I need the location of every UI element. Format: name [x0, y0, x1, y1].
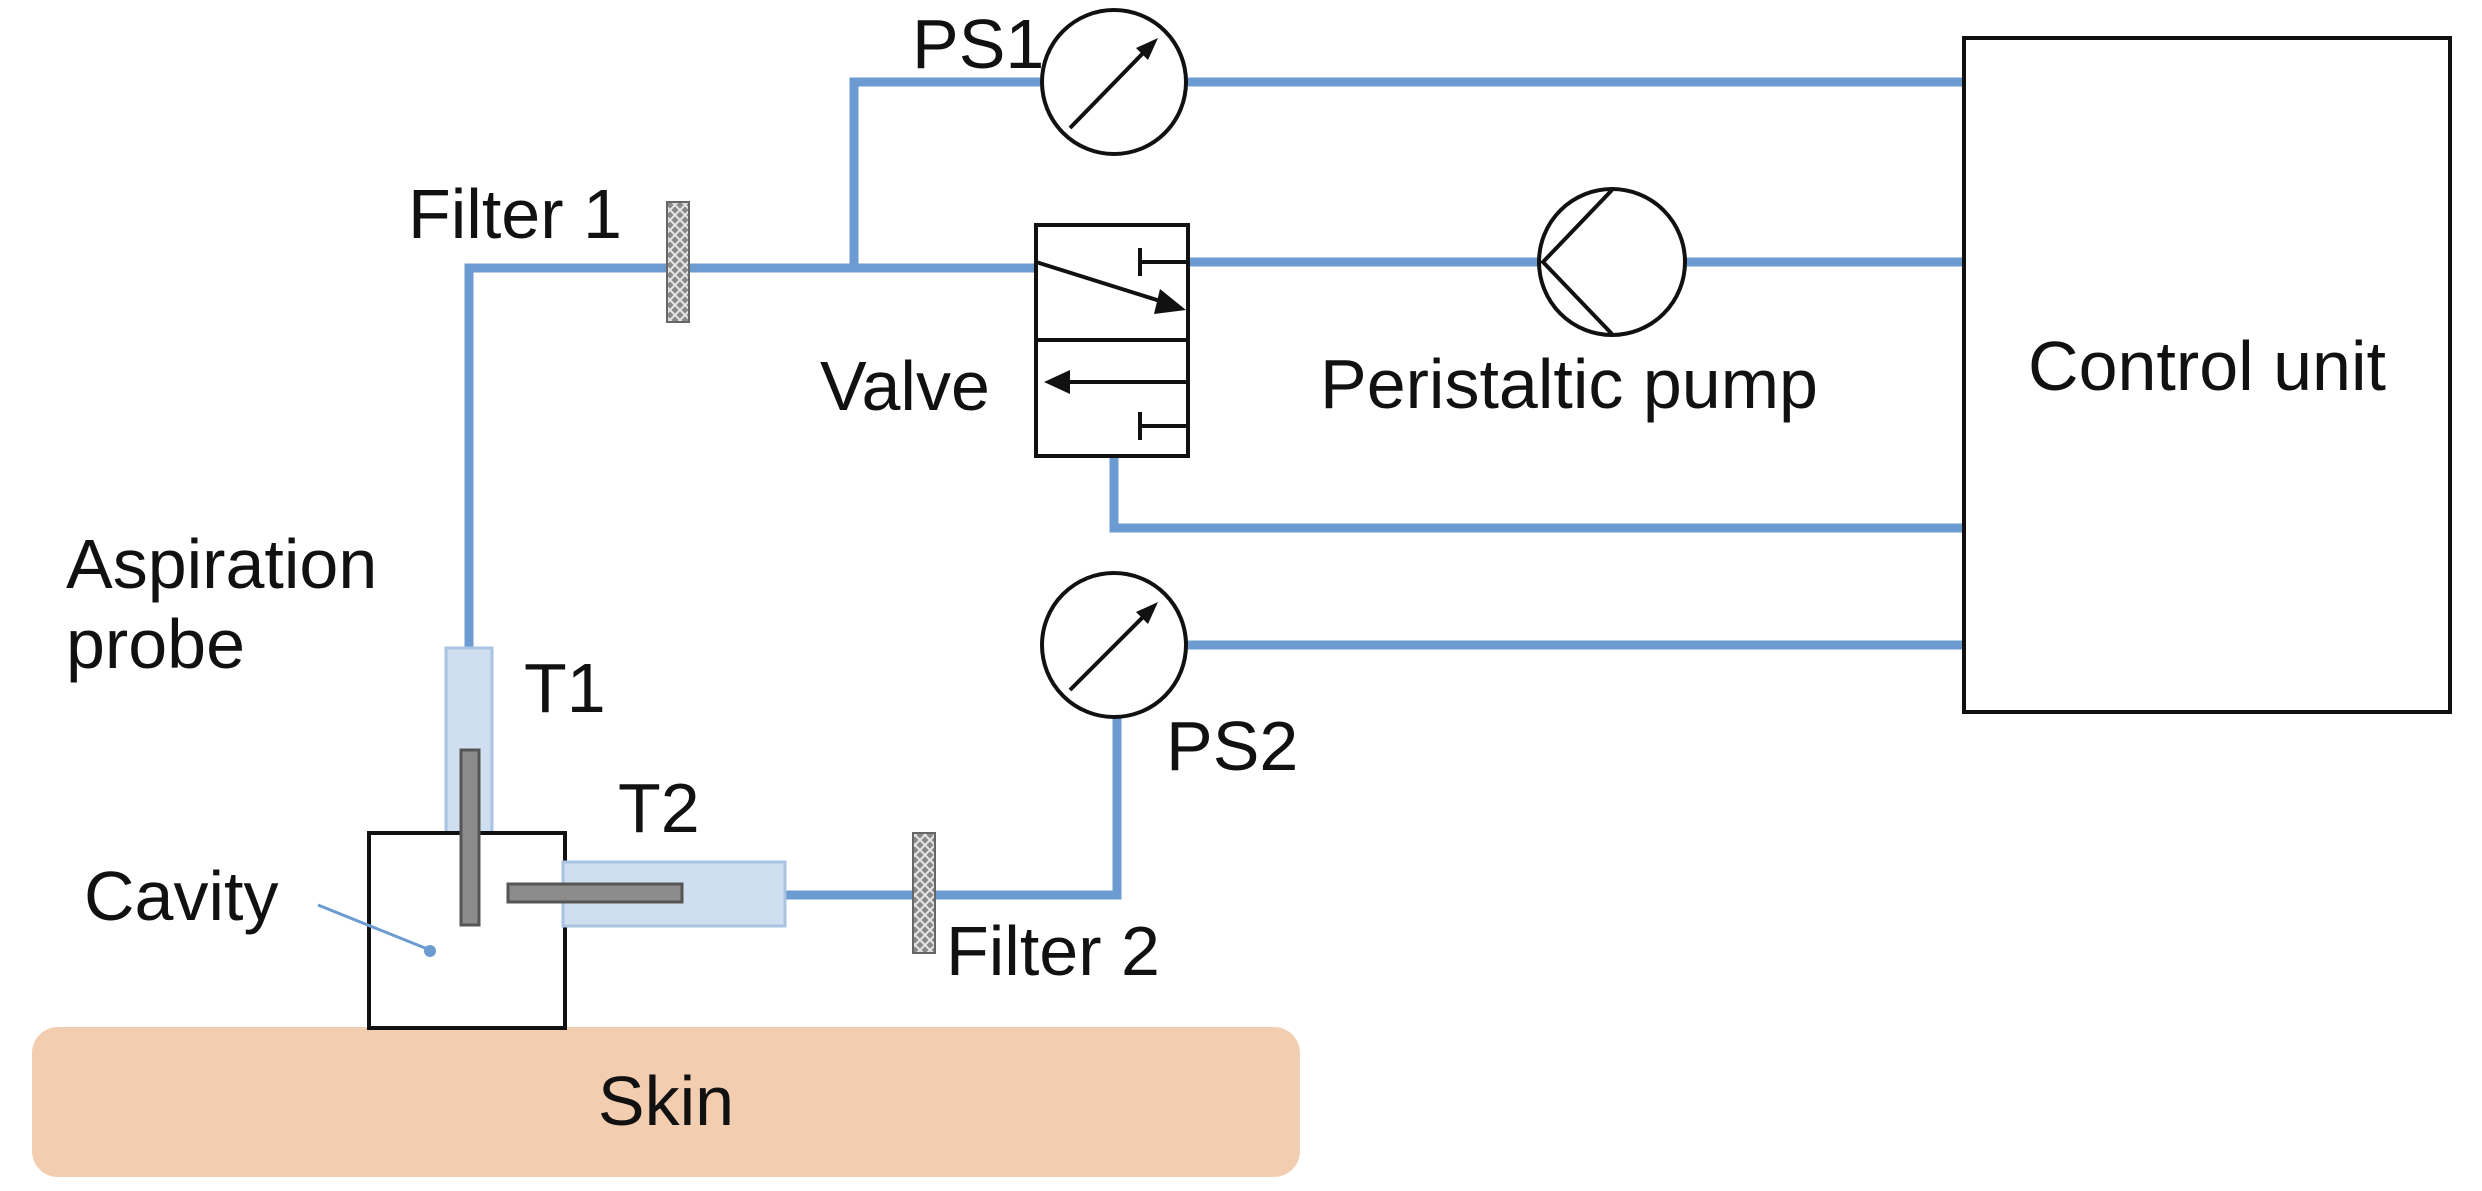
skin-label: Skin	[598, 1062, 734, 1140]
filter-2-element	[912, 832, 936, 954]
ps1-label: PS1	[912, 5, 1044, 83]
t2-label: T2	[618, 769, 700, 847]
peristaltic-pump-symbol	[1537, 187, 1687, 337]
ps2-label: PS2	[1166, 707, 1298, 785]
filter-2-label: Filter 2	[946, 912, 1160, 990]
t1-label: T1	[524, 649, 606, 727]
gauge-needle	[1068, 44, 1152, 130]
valve-arrowhead-upper	[1154, 289, 1186, 314]
valve-symbol	[1034, 223, 1190, 458]
gauge-needle-head	[1136, 38, 1158, 60]
cavity-pointer-dot	[424, 945, 436, 957]
pressure-sensor-ps1	[1040, 8, 1188, 156]
tube-branch-to-ps1	[849, 77, 1045, 273]
aspiration-probe-label: Aspiration probe	[66, 525, 397, 683]
pump-triangle	[1540, 188, 1614, 336]
control-unit-label: Control unit	[2028, 327, 2386, 405]
filter-1-label: Filter 1	[408, 175, 622, 253]
valve-label: Valve	[820, 347, 990, 425]
tube-valve-to-control	[1109, 451, 1969, 533]
tubing	[464, 77, 1969, 900]
filter-1-element	[666, 201, 690, 323]
cavity-pointer-line	[317, 903, 431, 952]
valve-arrow-upper	[1035, 260, 1177, 308]
aspiration-probe-label-line1: Aspiration	[66, 525, 377, 603]
pump-label: Peristaltic pump	[1320, 345, 1818, 423]
gauge-needle	[1068, 608, 1152, 692]
cavity-label: Cavity	[84, 857, 278, 935]
probe-t2-rod	[506, 882, 684, 904]
gauge-needle-head	[1136, 602, 1158, 624]
tube-probe-to-valve	[464, 263, 1041, 655]
tube-t2-to-ps2	[780, 713, 1122, 900]
pressure-sensor-ps2	[1040, 571, 1188, 719]
probe-t1-rod	[459, 748, 481, 927]
valve-arrowhead-lower	[1044, 370, 1070, 394]
skin-layer	[32, 1027, 1300, 1177]
control-unit-box	[1962, 36, 2452, 714]
pump-icon	[1537, 187, 1687, 337]
aspiration-probe-label-line2: probe	[66, 605, 245, 683]
